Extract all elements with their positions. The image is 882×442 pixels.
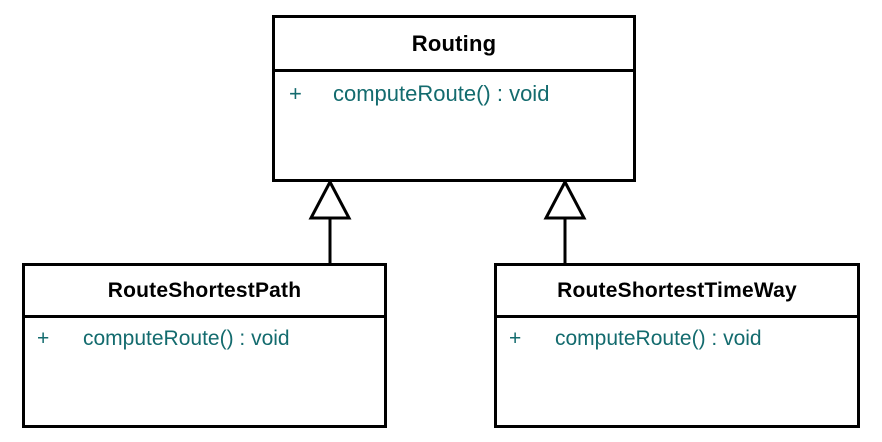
uml-class-name-routing: Routing <box>275 18 633 72</box>
hollow-triangle-arrowhead-icon <box>308 178 352 220</box>
uml-operation-signature: computeRoute() : void <box>555 327 762 350</box>
uml-class-route-shortest-path[interactable]: RouteShortestPath + computeRoute() : voi… <box>22 263 387 428</box>
uml-operation-row[interactable]: + computeRoute() : void <box>509 327 857 351</box>
uml-operation-signature: computeRoute() : void <box>333 81 550 106</box>
uml-operations-compartment-routing: + computeRoute() : void <box>275 72 633 176</box>
uml-operation-row[interactable]: + computeRoute() : void <box>289 81 633 107</box>
uml-operation-signature: computeRoute() : void <box>83 327 290 350</box>
generalization-arrow-route-shortest-path[interactable] <box>300 176 362 268</box>
uml-class-routing[interactable]: Routing + computeRoute() : void <box>272 15 636 182</box>
uml-visibility-marker: + <box>509 327 522 350</box>
generalization-arrow-route-shortest-time-way[interactable] <box>535 176 597 268</box>
uml-visibility-marker: + <box>289 81 302 106</box>
uml-operations-compartment-route-shortest-time-way: + computeRoute() : void <box>497 318 857 422</box>
uml-class-name-route-shortest-path: RouteShortestPath <box>25 266 384 318</box>
uml-operations-compartment-route-shortest-path: + computeRoute() : void <box>25 318 384 422</box>
generalization-right-svg <box>543 178 587 268</box>
uml-visibility-marker: + <box>37 327 50 350</box>
generalization-left-svg <box>308 178 352 268</box>
uml-class-route-shortest-time-way[interactable]: RouteShortestTimeWay + computeRoute() : … <box>494 263 860 428</box>
hollow-triangle-arrowhead-icon <box>543 178 587 220</box>
uml-class-name-route-shortest-time-way: RouteShortestTimeWay <box>497 266 857 318</box>
uml-operation-row[interactable]: + computeRoute() : void <box>37 327 384 351</box>
